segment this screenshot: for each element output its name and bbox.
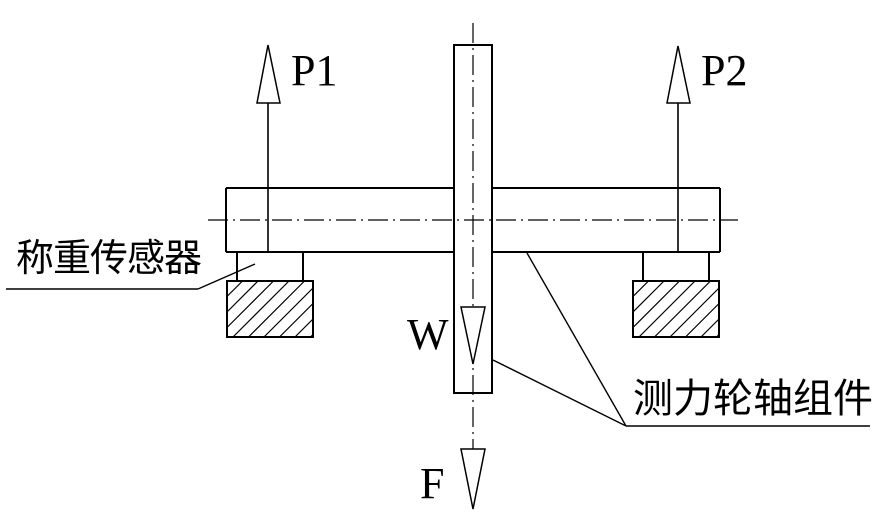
left-load-cell-block [226,280,314,338]
p2-force-arrow [666,45,691,252]
p1-force-arrow [256,44,281,252]
f-force-arrow [460,448,486,510]
axle-assembly-callout: 测力轮轴组件 [492,252,872,427]
w-force-arrow [460,306,486,365]
left-hatch-pattern [226,280,314,338]
load-cell-label: 称重传感器 [16,238,201,280]
axle-assembly-label: 测力轮轴组件 [633,376,872,421]
right-hatch-pattern [632,280,720,338]
w-label: W [407,310,449,359]
left-pedestal [236,252,304,281]
p2-label: P2 [701,46,747,95]
axle-leader-line-upper [526,252,627,427]
load-cell-callout: 称重传感器 [6,238,256,290]
f-label: F [420,459,444,508]
right-load-cell-block [632,280,720,338]
p1-label: P1 [291,46,337,95]
load-cell-leader-line [197,263,256,290]
right-pedestal [642,252,710,281]
axle-leader-line-lower [492,359,627,427]
